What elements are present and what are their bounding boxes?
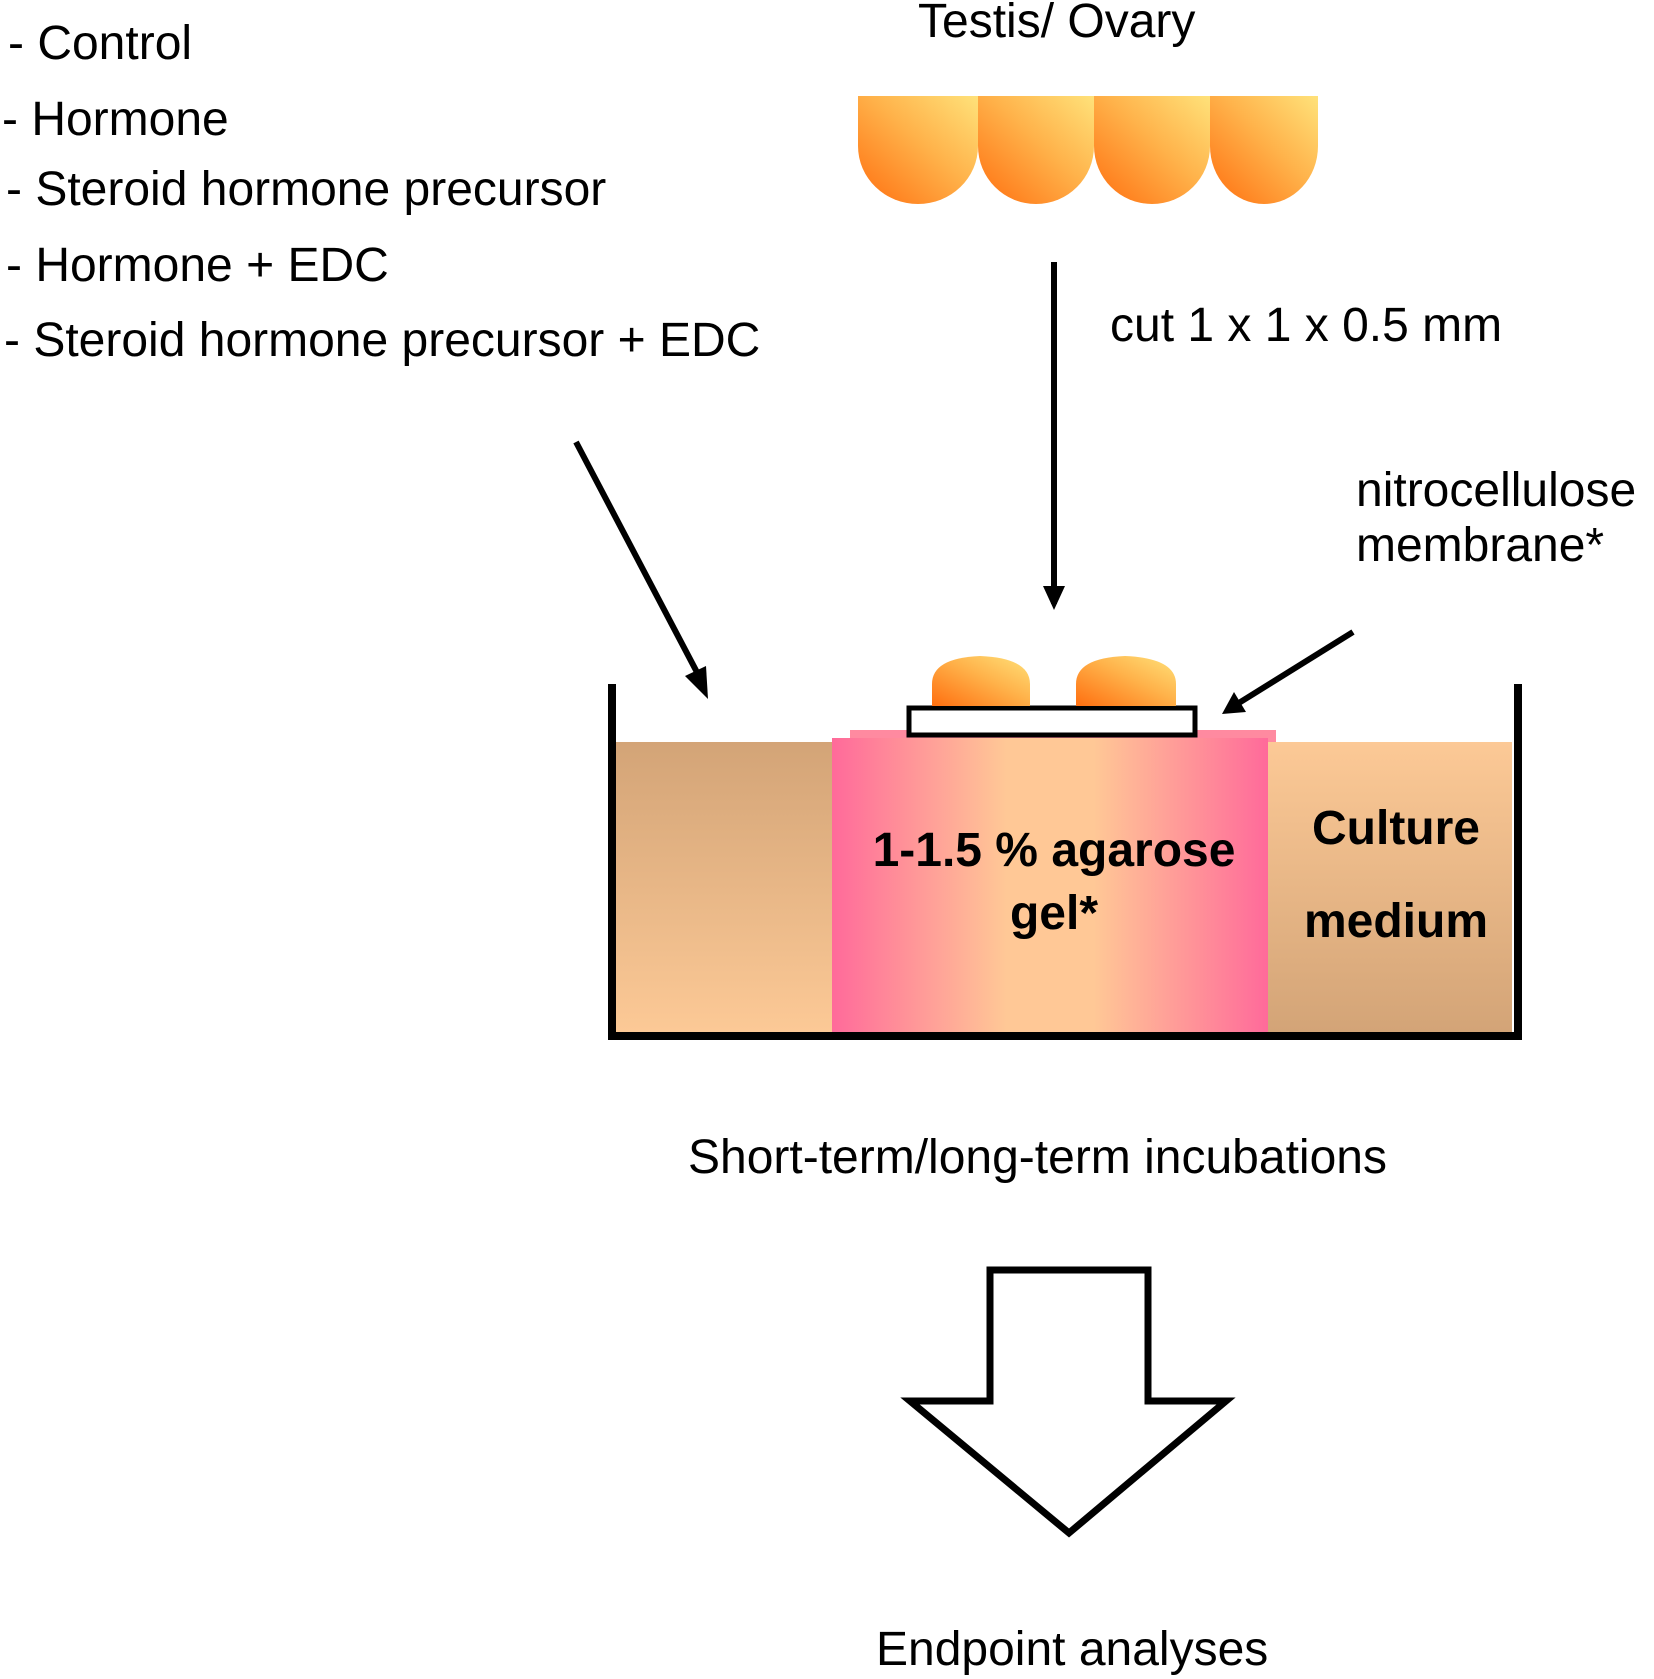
treatment-arrow [573, 440, 703, 680]
membrane-arrow-head [1222, 692, 1246, 714]
cut-label: cut 1 x 1 x 0.5 mm [1110, 299, 1503, 352]
organ-label: Testis/ Ovary [918, 0, 1196, 48]
culture-medium-left [616, 742, 838, 1032]
treatment-item: - Steroid hormone precursor [6, 163, 607, 216]
membrane-label-line1: nitrocellulose [1356, 464, 1637, 517]
gel-label-line2: gel* [1009, 887, 1099, 940]
tissue-slice [978, 96, 1094, 204]
endpoint-block-arrow [900, 1266, 1236, 1538]
gel-label-line1: 1-1.5 % agarose [872, 824, 1236, 877]
endpoint-label: Endpoint analyses [876, 1623, 1269, 1676]
nitrocellulose-membrane [906, 705, 1198, 738]
culture-dish [608, 684, 1522, 1040]
organ-tissue-group [858, 96, 1318, 204]
culture-medium-right [1266, 742, 1512, 1032]
treatment-item: - Hormone [2, 93, 229, 146]
tissue-piece [1076, 656, 1176, 706]
treatment-item: - Steroid hormone precursor + EDC [4, 314, 761, 367]
incubation-label: Short-term/long-term incubations [688, 1131, 1387, 1184]
treatment-item: - Hormone + EDC [6, 239, 389, 292]
tissue-slice [1094, 96, 1210, 204]
agarose-gel [832, 738, 1268, 1034]
treatment-arrow-head [685, 666, 708, 699]
tissue-piece [932, 656, 1030, 706]
treatment-item: - Control [8, 17, 193, 70]
membrane-arrow [1232, 629, 1355, 709]
tissue-slice [1210, 96, 1318, 204]
cut-arrow-head [1043, 586, 1065, 610]
medium-label-line1: Culture [1312, 802, 1480, 855]
medium-label-line2: medium [1303, 895, 1489, 948]
tissue-slice [858, 96, 978, 204]
membrane-label-line2: membrane* [1356, 519, 1605, 572]
